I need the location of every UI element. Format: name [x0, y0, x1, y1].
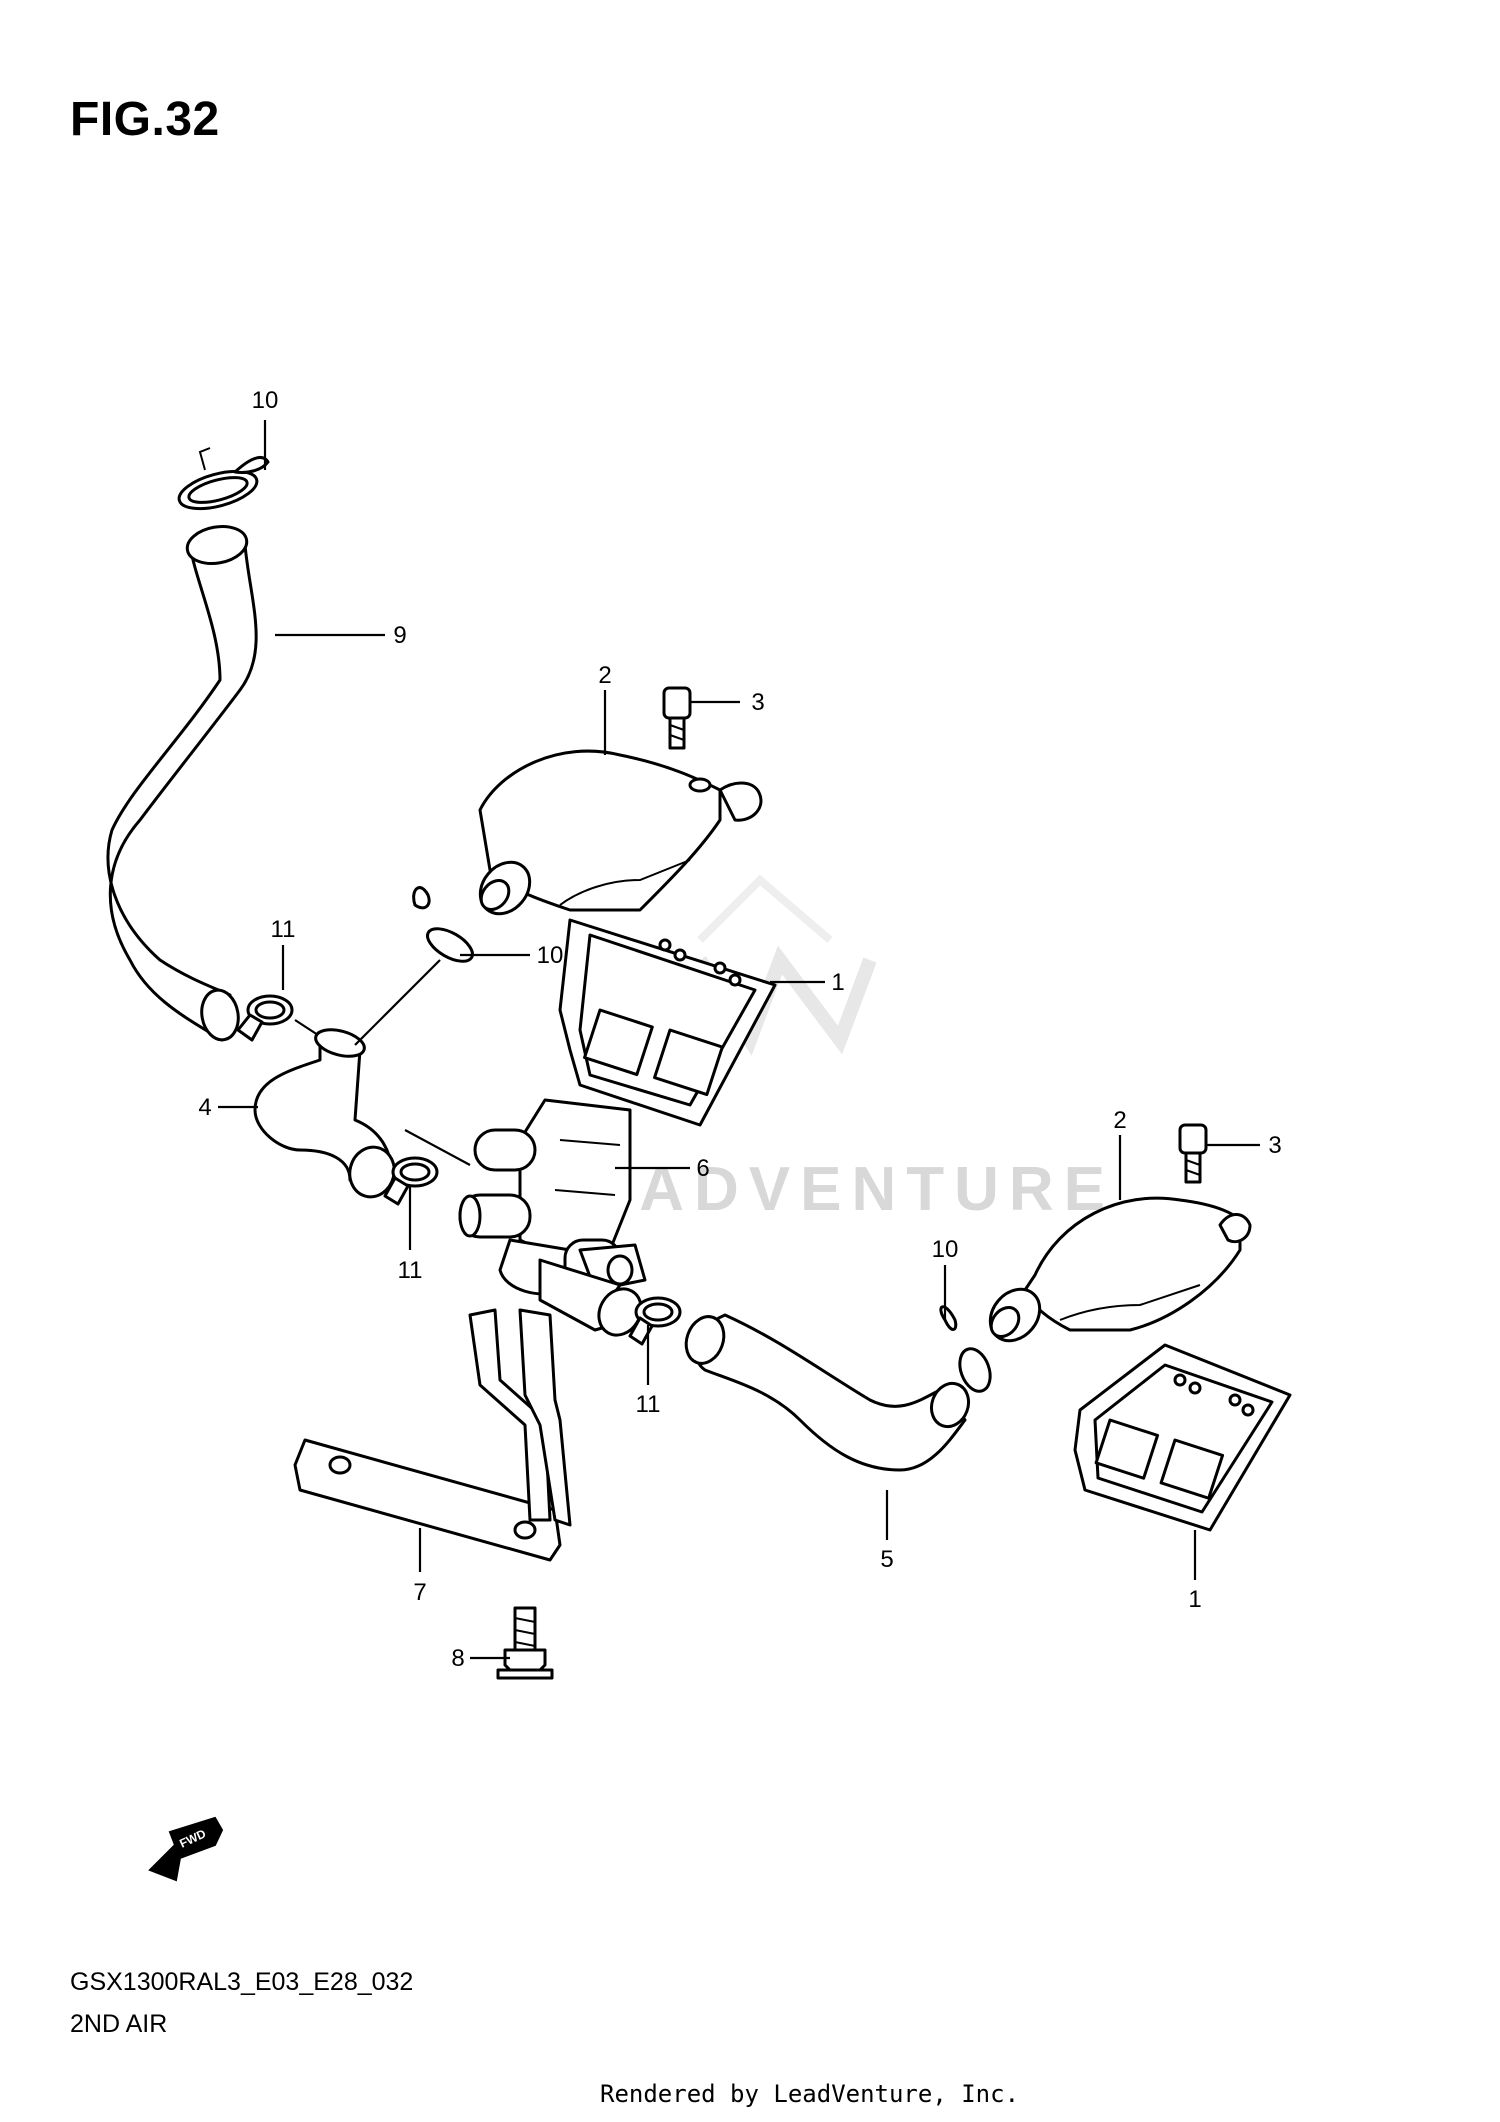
part-5-hose-lower[interactable] [680, 1311, 975, 1472]
callout-7: 7 [413, 1579, 426, 1606]
callout-4: 4 [198, 1094, 211, 1121]
callout-9: 9 [393, 622, 406, 649]
part-4-elbow-hose[interactable] [253, 1025, 400, 1202]
callout-11: 11 [636, 1391, 661, 1418]
rendered-by-credit: Rendered by LeadVenture, Inc. [600, 2080, 1020, 2108]
assembly-name: 2ND AIR [70, 2010, 168, 2038]
part-2-cover-upper[interactable] [470, 749, 763, 924]
callout-10: 10 [932, 1236, 959, 1263]
callout-2: 2 [598, 662, 611, 689]
leader-lines [218, 420, 1260, 1660]
part-3-bolt-lower[interactable] [1178, 1123, 1208, 1184]
part-2-cover-lower[interactable] [980, 1196, 1252, 1350]
part-3-bolt-upper[interactable] [662, 686, 692, 750]
callout-10: 10 [252, 387, 279, 414]
watermark-text: LEADVENTURE [540, 1155, 1115, 1224]
part-1-reed-valve-lower[interactable] [1073, 1343, 1292, 1532]
callout-labels: 10 9 2 3 11 10 1 4 6 11 2 3 10 11 7 5 1 … [198, 387, 1281, 1672]
fwd-arrow-icon: FWD [148, 1816, 224, 1882]
part-7-bracket[interactable] [293, 1308, 572, 1562]
diagram-code: GSX1300RAL3_E03_E28_032 [70, 1968, 414, 1996]
callout-10: 10 [537, 942, 564, 969]
valve-outlet-tube[interactable] [458, 1194, 649, 1343]
figure-title: FIG.32 [70, 93, 220, 146]
part-1-reed-valve-upper[interactable] [558, 918, 777, 1127]
callout-8: 8 [451, 1645, 464, 1672]
part-10-clamp-top[interactable] [175, 447, 270, 516]
part-11-clamp-left[interactable] [236, 994, 294, 1042]
part-10-clamp-lower[interactable] [939, 1305, 996, 1396]
part-9-hose[interactable] [106, 522, 258, 1043]
part-10-clamp-middle[interactable] [412, 886, 478, 968]
callout-1: 1 [1188, 1586, 1201, 1613]
part-8-bolt[interactable] [496, 1606, 554, 1680]
part-11-clamp-lower[interactable] [628, 1296, 682, 1346]
callout-3: 3 [1268, 1132, 1281, 1159]
callout-5: 5 [880, 1546, 893, 1573]
callout-2: 2 [1113, 1107, 1126, 1134]
callout-11: 11 [271, 916, 296, 943]
callout-11: 11 [398, 1257, 423, 1284]
callout-3: 3 [751, 689, 764, 716]
part-11-clamp-middle[interactable] [383, 1156, 439, 1206]
callout-1: 1 [831, 969, 844, 996]
callout-6: 6 [696, 1155, 709, 1182]
